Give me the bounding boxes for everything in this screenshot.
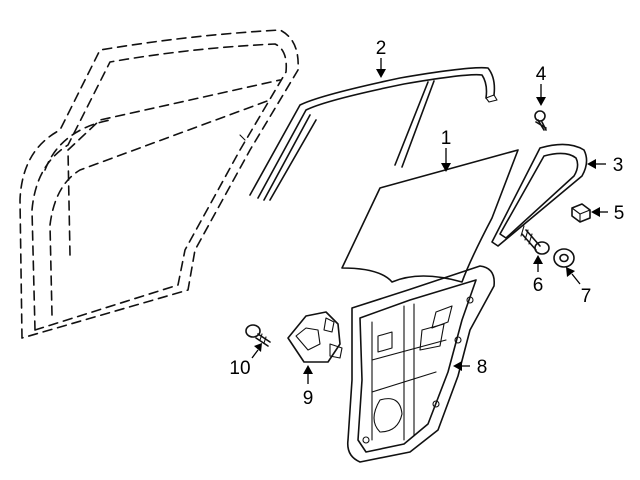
screw-part-4 xyxy=(534,110,547,131)
callout-6: 6 xyxy=(533,275,544,296)
quarter-glass xyxy=(491,143,588,247)
door-glass xyxy=(341,149,519,283)
leader-lines xyxy=(251,58,608,384)
callout-4: 4 xyxy=(536,64,547,85)
glass-run-channel xyxy=(249,66,498,201)
callout-5: 5 xyxy=(614,203,625,224)
door-shell-outline xyxy=(19,29,299,339)
screw-part-10 xyxy=(245,324,271,347)
callout-8: 8 xyxy=(477,357,488,378)
callout-10: 10 xyxy=(229,358,250,379)
window-regulator-panel xyxy=(346,265,496,463)
callout-7: 7 xyxy=(581,286,592,307)
clip-part-5 xyxy=(571,203,591,223)
regulator-motor xyxy=(287,311,343,363)
callout-2: 2 xyxy=(376,38,387,59)
callout-9: 9 xyxy=(303,388,314,409)
callout-1: 1 xyxy=(441,128,452,149)
callout-3: 3 xyxy=(613,155,624,176)
callout-labels: 1 2 3 4 5 6 7 8 9 10 xyxy=(229,38,624,409)
bolt-part-6 xyxy=(520,225,550,255)
washer-part-7 xyxy=(553,248,575,268)
